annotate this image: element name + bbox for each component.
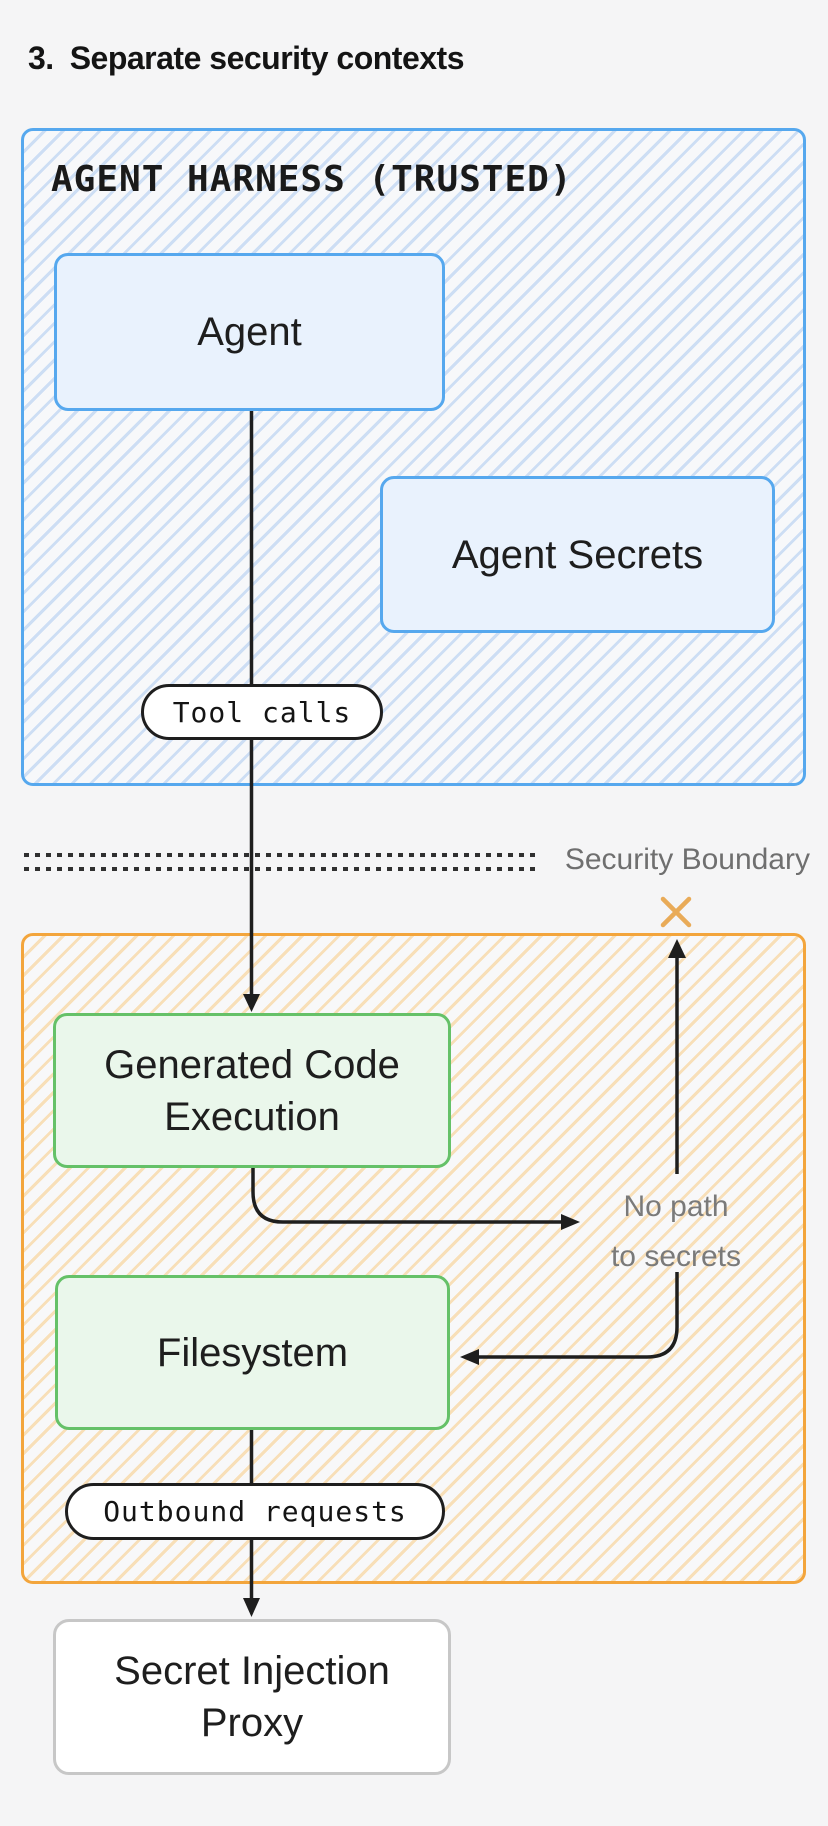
filesystem-node: Filesystem (55, 1275, 450, 1430)
title-text: Separate security contexts (69, 40, 465, 76)
agent-secrets-label: Agent Secrets (451, 532, 704, 577)
tool-calls-pill: Tool calls (141, 684, 383, 740)
outbound-to-proxy-arrow (243, 1540, 260, 1617)
generated-code-label-line2: Execution (164, 1094, 340, 1139)
generated-code-label-line1: Generated Code (104, 1042, 400, 1087)
generated-code-node: Generated Code Execution (53, 1013, 451, 1168)
secret-injection-proxy-node: Secret Injection Proxy (53, 1619, 451, 1775)
title-number: 3. (28, 40, 54, 76)
no-path-label-line2: to secrets (610, 1240, 742, 1273)
filesystem-label: Filesystem (156, 1330, 349, 1375)
no-path-label-line1: No path (623, 1190, 729, 1223)
agent-harness-zone: AGENT HARNESS (TRUSTED) (21, 128, 806, 786)
security-boundary-label: Security Boundary (564, 843, 810, 876)
proxy-label-line2: Proxy (200, 1701, 304, 1745)
blocked-x-icon (660, 896, 692, 928)
outbound-requests-pill: Outbound requests (65, 1483, 445, 1540)
security-boundary-dots-top (24, 853, 535, 857)
proxy-label-line1: Secret Injection (114, 1649, 390, 1693)
no-path-to-secrets-label: No path to secrets (596, 1182, 756, 1282)
outbound-requests-label: Outbound requests (103, 1495, 407, 1528)
agent-harness-label: AGENT HARNESS (TRUSTED) (51, 159, 573, 200)
agent-secrets-node: Agent Secrets (380, 476, 775, 633)
blocked-path-arrow (668, 939, 686, 1174)
path-to-filesystem-arrow (460, 1272, 679, 1365)
agent-node: Agent (54, 253, 445, 411)
tool-calls-label: Tool calls (172, 695, 352, 729)
page-title: 3. Separate security contexts (28, 40, 464, 77)
security-boundary-dots-bottom (24, 867, 535, 871)
agent-node-label: Agent (197, 310, 302, 354)
code-to-path-arrow (251, 1168, 580, 1230)
